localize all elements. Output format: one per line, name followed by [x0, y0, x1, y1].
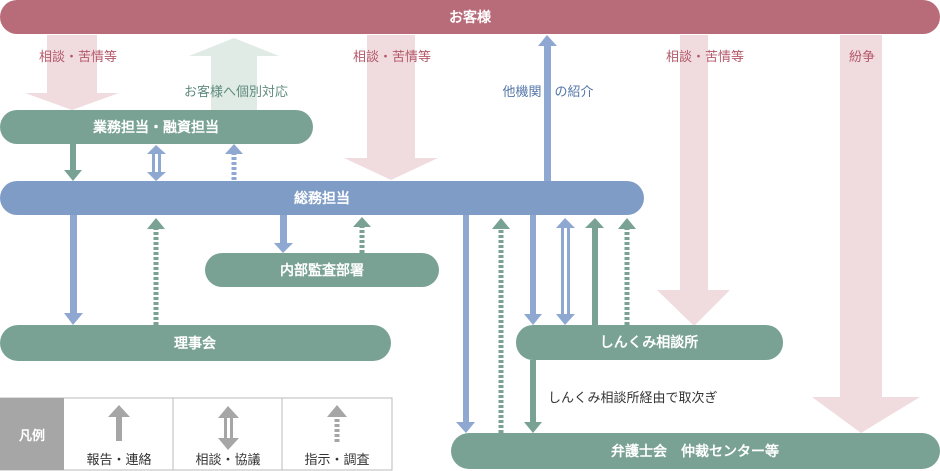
instruct-arrow-business-general [225, 144, 243, 180]
board-box [0, 325, 391, 361]
report-arrow-general-board [64, 215, 83, 325]
business-label: 業務担当・融資担当 [92, 119, 219, 136]
instruct-arrow-shinkumi-general [618, 218, 636, 325]
consult-arrow-2 [344, 35, 438, 180]
report-arrow-shinkumi-bar [524, 360, 542, 433]
customer-box [0, 0, 940, 34]
via-shinkumi-label: しんくみ相談所経由で取次ぎ [548, 390, 718, 406]
legend-consult-label: 相談・協議 [195, 452, 260, 468]
legend-title: 凡例 [19, 428, 45, 444]
report-arrow-shinkumi-general [585, 218, 604, 325]
consult-arrow-general-shinkumi [556, 218, 575, 325]
general-box [0, 181, 644, 215]
report-arrow-general-audit [274, 215, 293, 253]
consult-arrow-3 [657, 35, 730, 326]
report-arrow-general-bar [456, 215, 475, 433]
consult-label-1: 相談・苦情等 [39, 49, 117, 65]
shinkumi-label: しんくみ相談所 [600, 334, 699, 351]
audit-label: 内部監査部署 [280, 262, 364, 279]
report-arrow-general-shinkumi [524, 215, 542, 325]
consult-label-3: 相談・苦情等 [666, 49, 744, 65]
instruct-arrow-bar-general [492, 218, 510, 433]
consult-arrow-1 [25, 35, 119, 110]
legend [0, 397, 393, 471]
referral-label: 他機関 の紹介 [502, 85, 593, 100]
legend-instruct-icon [327, 405, 347, 442]
business-box [0, 110, 313, 144]
shinkumi-box [516, 325, 783, 360]
referral-arrow [538, 35, 557, 182]
bar-association-box [451, 433, 940, 469]
legend-report-icon [108, 405, 130, 441]
individual-response-label: お客様へ個別対応 [184, 84, 288, 100]
legend-consult-icon [218, 406, 239, 450]
consult-arrow-business-general [147, 145, 166, 181]
instruct-arrow-audit-general [353, 217, 371, 253]
legend-instruct-label: 指示・調査 [304, 453, 369, 468]
audit-box [205, 253, 439, 287]
legend-report-label: 報告・連絡 [86, 452, 151, 468]
instruct-arrow-board-general [147, 218, 165, 325]
customer-label: お客様 [449, 9, 492, 26]
bar-association-label: 弁護士会 仲裁センター等 [611, 443, 779, 460]
individual-response-arrow [189, 38, 279, 110]
dispute-arrow [812, 35, 920, 433]
general-label: 総務担当 [294, 190, 350, 207]
board-label: 理事会 [174, 335, 217, 352]
dispute-label: 紛争 [849, 50, 875, 65]
consult-label-2: 相談・苦情等 [353, 49, 431, 65]
report-arrow-business-general [64, 144, 82, 181]
